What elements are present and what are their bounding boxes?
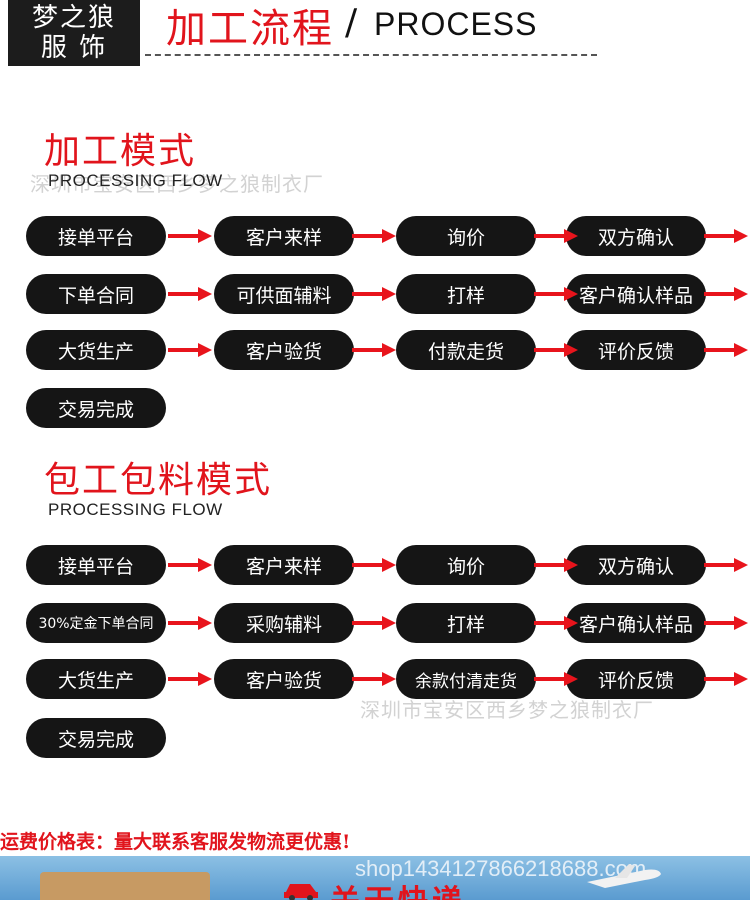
flow2-step-12: 评价反馈 (566, 659, 706, 699)
arrow-right-icon (352, 229, 396, 243)
banner-title: 关于快递 (330, 876, 466, 900)
section2-title: 包工包料模式 (44, 460, 273, 501)
flow2-step-4: 双方确认 (566, 545, 706, 585)
section2-watermark: 深圳市宝安区西乡梦之狼制衣厂 (360, 698, 654, 722)
shipping-notice: 运费价格表：量大联系客服发物流更优惠! (0, 831, 351, 853)
flow1-step-4: 双方确认 (566, 216, 706, 256)
arrow-right-icon (704, 672, 748, 686)
brand-line-2: 服 饰 (40, 33, 108, 63)
flow1-step-10: 客户验货 (214, 330, 354, 370)
shop-url: shop1434127866218688.com (355, 856, 647, 881)
flow1-step-13: 交易完成 (26, 388, 166, 428)
flow1-step-11: 付款走货 (396, 330, 536, 370)
flow2-step-11: 余款付清走货 (396, 659, 536, 699)
arrow-right-icon (534, 558, 578, 572)
arrow-right-icon (352, 558, 396, 572)
arrow-right-icon (704, 229, 748, 243)
arrow-right-icon (704, 343, 748, 357)
section1-subtitle: PROCESSING FLOW (48, 171, 223, 190)
arrow-right-icon (168, 287, 212, 301)
brand-line-1: 梦之狼 (31, 3, 116, 33)
flow1-step-2: 客户来样 (214, 216, 354, 256)
arrow-right-icon (704, 616, 748, 630)
flow2-step-13: 交易完成 (26, 718, 166, 758)
truck-icon (40, 872, 210, 900)
flow2-step-5: 30%定金下单合同 (26, 603, 166, 643)
arrow-right-icon (352, 616, 396, 630)
arrow-right-icon (534, 672, 578, 686)
arrow-right-icon (352, 287, 396, 301)
flow1-step-7: 打样 (396, 274, 536, 314)
section1-title: 加工模式 (44, 131, 197, 172)
header-divider (145, 54, 597, 56)
arrow-right-icon (534, 343, 578, 357)
arrow-right-icon (168, 672, 212, 686)
arrow-right-icon (168, 343, 212, 357)
flow2-step-10: 客户验货 (214, 659, 354, 699)
page-subtitle: PROCESS (374, 6, 538, 42)
arrow-right-icon (534, 229, 578, 243)
arrow-right-icon (352, 672, 396, 686)
brand-logo: 梦之狼 服 饰 (8, 0, 140, 66)
page-title: 加工流程 (166, 6, 334, 52)
arrow-right-icon (352, 343, 396, 357)
flow1-step-8: 客户确认样品 (566, 274, 706, 314)
section1-watermark: 深圳市宝安区西乡梦之狼制衣厂 (30, 172, 324, 196)
flow1-step-6: 可供面辅料 (214, 274, 354, 314)
arrow-right-icon (704, 558, 748, 572)
section2-subtitle: PROCESSING FLOW (48, 500, 223, 519)
car-icon (284, 884, 318, 900)
flow2-step-8: 客户确认样品 (566, 603, 706, 643)
arrow-right-icon (168, 616, 212, 630)
flow2-step-7: 打样 (396, 603, 536, 643)
flow2-step-2: 客户来样 (214, 545, 354, 585)
flow1-step-12: 评价反馈 (566, 330, 706, 370)
express-banner: shop1434127866218688.com 关于快递 (0, 856, 750, 900)
flow1-step-5: 下单合同 (26, 274, 166, 314)
arrow-right-icon (704, 287, 748, 301)
flow1-step-1: 接单平台 (26, 216, 166, 256)
flow2-step-6: 采购辅料 (214, 603, 354, 643)
arrow-right-icon (168, 229, 212, 243)
flow1-step-3: 询价 (396, 216, 536, 256)
title-slash: / (345, 2, 358, 43)
arrow-right-icon (534, 616, 578, 630)
flow2-step-3: 询价 (396, 545, 536, 585)
arrow-right-icon (168, 558, 212, 572)
arrow-right-icon (534, 287, 578, 301)
flow2-step-1: 接单平台 (26, 545, 166, 585)
airplane-icon (587, 864, 661, 888)
flow2-step-9: 大货生产 (26, 659, 166, 699)
flow1-step-9: 大货生产 (26, 330, 166, 370)
